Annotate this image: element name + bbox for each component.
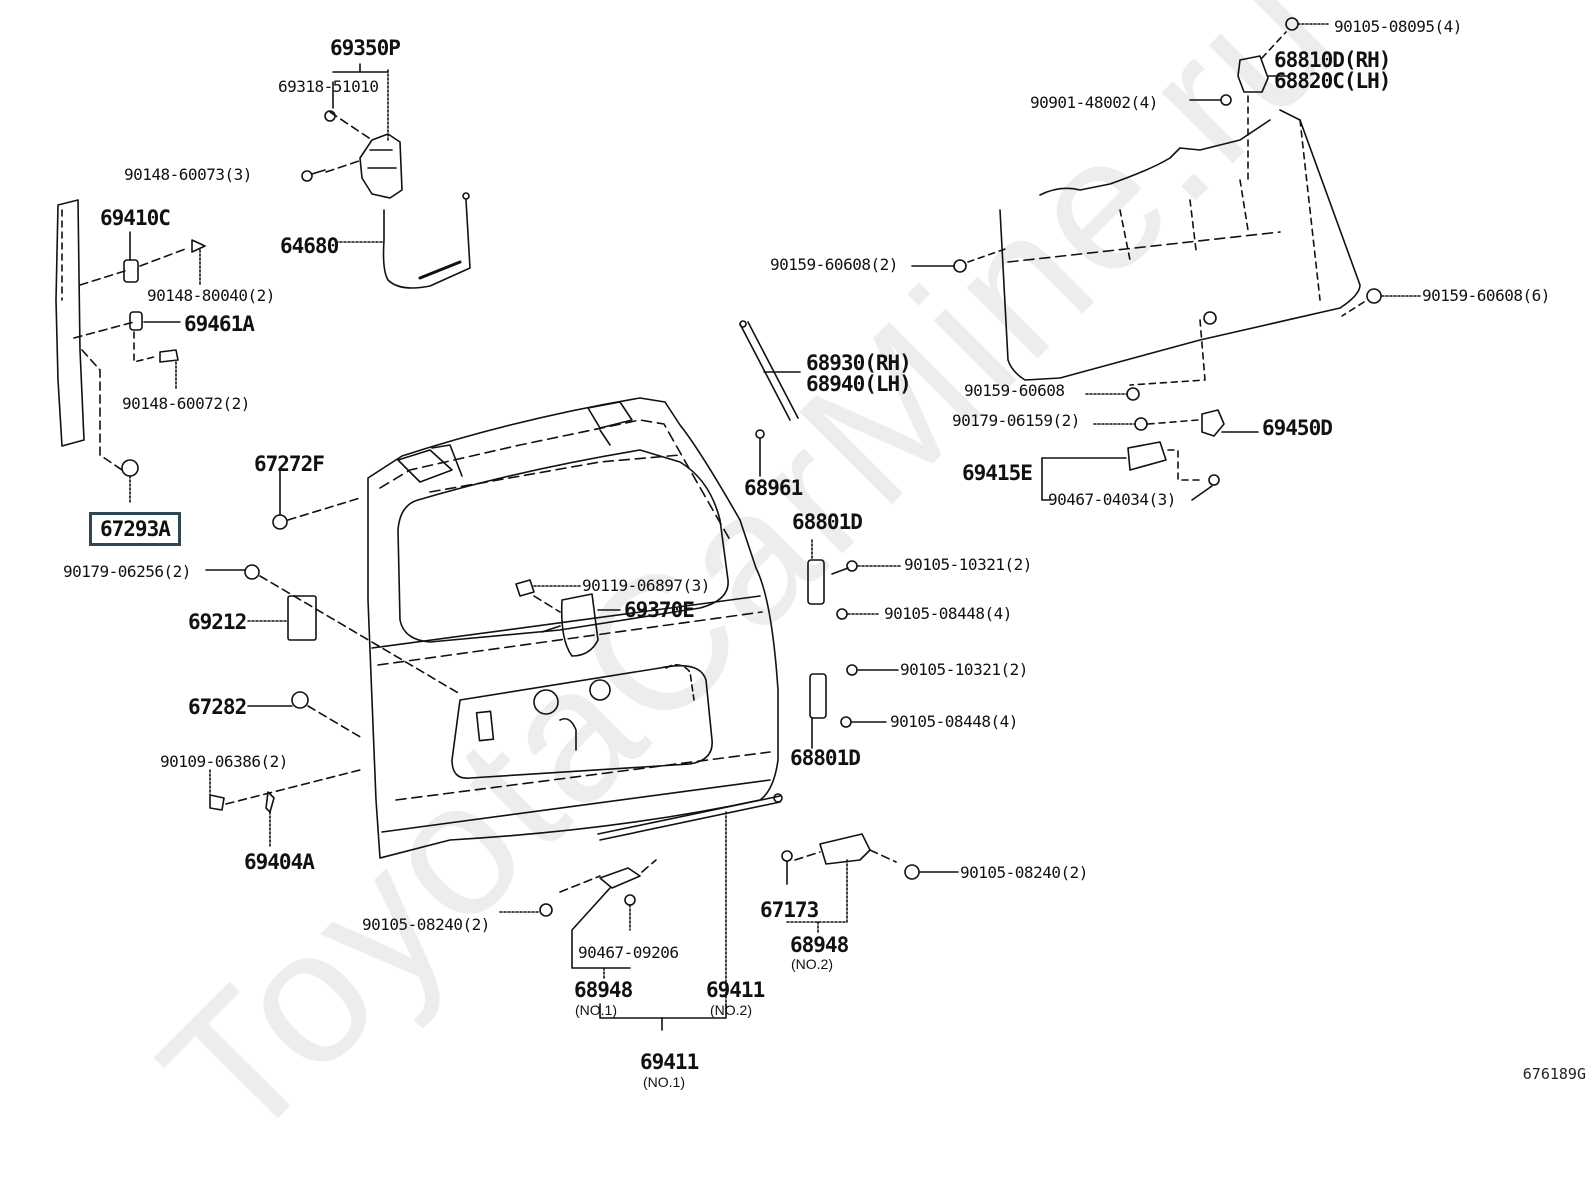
part-label-68940-lh[interactable]: 68940(LH) [806,372,912,396]
part-label-90105-08095[interactable]: 90105-08095(4) [1334,17,1462,36]
part-label-68948-no2[interactable]: 68948 [790,933,849,957]
part-label-68801D-lower[interactable]: 68801D [790,746,861,770]
part-label-90119-06897[interactable]: 90119-06897(3) [582,576,710,595]
part-sublabel-68948-no1: (NO.1) [575,1002,617,1018]
door-top-hinge-right [587,401,633,446]
part-label-90179-06159[interactable]: 90179-06159(2) [952,411,1080,430]
part-label-69212[interactable]: 69212 [188,610,247,634]
part-label-90109-06386[interactable]: 90109-06386(2) [160,752,288,771]
part-label-69350P[interactable]: 69350P [330,36,401,60]
part-label-90105-08240-left[interactable]: 90105-08240(2) [362,915,490,934]
part-label-90148-60073[interactable]: 90148-60073(3) [124,165,252,184]
part-sublabel-68948-no2: (NO.2) [791,956,833,972]
part-label-69411-no1[interactable]: 69411 [640,1050,699,1074]
drawing-code: 676189G [1522,1065,1586,1083]
part-label-68961[interactable]: 68961 [744,476,803,500]
left-small-parts [73,231,461,847]
part-label-90105-08448-upper[interactable]: 90105-08448(4) [884,604,1012,623]
glass-hatch [999,109,1361,386]
part-label-68930-rh[interactable]: 68930(RH) [806,351,912,375]
upper-gas-strut [739,320,801,477]
lower-bracket-no2 [781,833,959,933]
part-label-68948-no1[interactable]: 68948 [574,978,633,1002]
part-label-69370E[interactable]: 69370E [624,598,695,622]
part-label-90105-10321-lower[interactable]: 90105-10321(2) [900,660,1028,679]
part-label-67272F[interactable]: 67272F [254,452,325,476]
lower-bracket-no1 [499,859,657,981]
part-label-90179-06256[interactable]: 90179-06256(2) [63,562,191,581]
part-label-90159-60608-x2[interactable]: 90159-60608(2) [770,255,898,274]
part-label-90901-48002[interactable]: 90901-48002(4) [1030,93,1158,112]
part-label-90105-10321-upper[interactable]: 90105-10321(2) [904,555,1032,574]
part-label-67293A-highlighted[interactable]: 67293A [89,512,181,546]
parts-line-art [55,17,1421,1031]
glass-fasteners [911,247,1421,431]
hinge-lower [809,664,899,749]
part-label-67173[interactable]: 67173 [760,898,819,922]
door-lower-recess [451,664,713,779]
lock-assembly [301,63,403,199]
door-top-hinge-left [397,444,463,483]
part-label-64680[interactable]: 64680 [280,234,339,258]
part-label-90105-08240-right[interactable]: 90105-08240(2) [960,863,1088,882]
part-label-68820C-lh[interactable]: 68820C(LH) [1274,69,1391,93]
part-label-68801D-upper[interactable]: 68801D [792,510,863,534]
back-door-panel [367,397,779,859]
outside-handle-switch [515,579,621,657]
part-label-90148-60072[interactable]: 90148-60072(2) [122,394,250,413]
hinge-upper [807,539,901,620]
part-label-90148-80040[interactable]: 90148-80040(2) [147,286,275,305]
part-label-69318-51010[interactable]: 69318-51010 [278,77,379,96]
part-label-69450D[interactable]: 69450D [1262,416,1333,440]
glass-hinge [1189,17,1331,181]
part-label-90105-08448-lower[interactable]: 90105-08448(4) [890,712,1018,731]
part-label-69415E[interactable]: 69415E [962,461,1033,485]
part-label-90467-04034[interactable]: 90467-04034(3) [1048,490,1176,509]
back-window-opening [397,449,729,643]
lower-gas-strut [597,793,783,1031]
part-label-69411-no2[interactable]: 69411 [706,978,765,1002]
part-sublabel-69411-no2: (NO.2) [710,1002,752,1018]
part-label-90467-09206[interactable]: 90467-09206 [578,943,679,962]
part-label-69461A[interactable]: 69461A [184,312,255,336]
part-label-68810D-rh[interactable]: 68810D(RH) [1274,48,1391,72]
part-label-90159-60608-x6[interactable]: 90159-60608(6) [1422,286,1550,305]
release-cable [335,192,471,289]
part-label-69404A[interactable]: 69404A [244,850,315,874]
part-label-90159-60608[interactable]: 90159-60608 [964,381,1065,400]
glass-latch [1041,409,1259,501]
part-label-69410C[interactable]: 69410C [100,206,171,230]
part-label-67282[interactable]: 67282 [188,695,247,719]
left-trim-panel [55,199,123,471]
part-sublabel-69411-no1: (NO.1) [643,1074,685,1090]
